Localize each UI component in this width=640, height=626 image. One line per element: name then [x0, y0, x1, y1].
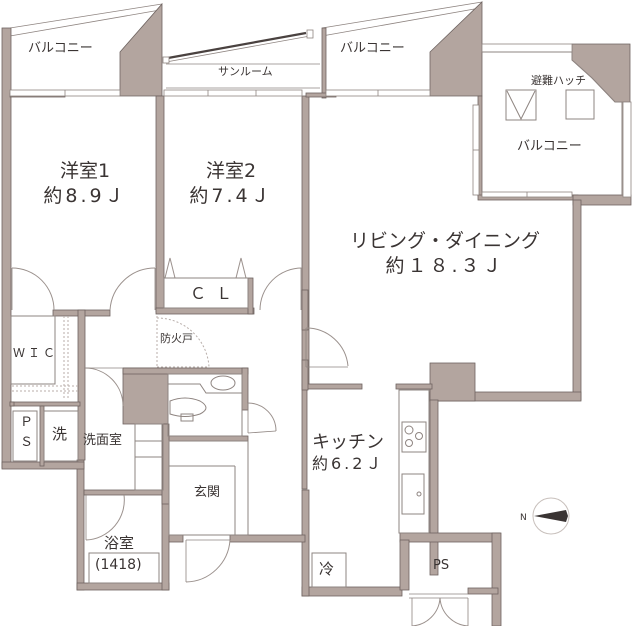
balcony-middle-label: バルコニー — [340, 41, 405, 56]
balcony-left-label: バルコニー — [28, 41, 93, 56]
closet-label: ＣＬ — [190, 284, 243, 303]
room-label-western-1: 洋室1 約8.9Ｊ — [30, 162, 140, 206]
evacuation-hatch-icons — [505, 89, 595, 121]
pipe-space-left-bottom-label: Ｓ — [20, 435, 34, 450]
room-name: 洋室1 — [59, 160, 111, 182]
top-balcony-railings — [9, 1, 483, 89]
fire-door-label: 防火戸 — [160, 332, 193, 345]
room-name: 洋室2 — [205, 160, 257, 182]
room-name: リビング・ダイニング — [349, 230, 540, 252]
room-label-living-dining: リビング・ダイニング 約１８.３Ｊ — [330, 232, 560, 276]
windows — [9, 43, 632, 198]
refrigerator-label: 冷 — [319, 560, 335, 578]
room-area: 約6.2Ｊ — [312, 454, 385, 473]
room-label-western-2: 洋室2 約7.4Ｊ — [176, 162, 286, 206]
door-swings — [10, 257, 469, 626]
room-area: 約１８.３Ｊ — [385, 255, 505, 277]
washroom-fixtures — [12, 410, 164, 584]
room-name: キッチン — [312, 432, 384, 453]
room-label-kitchen: キッチン 約6.2Ｊ — [312, 434, 384, 472]
right-balcony-outline — [482, 51, 623, 195]
bathroom-unit-size: (1418) — [95, 557, 142, 573]
sunroom-label: サンルーム — [218, 65, 273, 78]
washroom-label: 洗面室 — [83, 433, 123, 448]
svg-text:N: N — [520, 513, 527, 523]
washing-machine-label: 洗 — [52, 425, 68, 443]
toilet-fixtures — [167, 373, 243, 437]
room-area: 約8.9Ｊ — [43, 185, 127, 207]
pipe-space-right-label: PS — [433, 558, 450, 573]
walk-in-closet-label: ＷＩＣ — [13, 346, 59, 360]
entrance-label: 玄関 — [194, 485, 221, 500]
bathroom-label: 浴室 — [104, 534, 135, 552]
compass-icon: N — [520, 497, 570, 535]
kitchen-fixtures — [311, 389, 430, 588]
evacuation-hatch-label: 避難ハッチ — [531, 74, 586, 87]
pipe-space-left-top-label: Ｐ — [20, 415, 34, 430]
balcony-right-label: バルコニー — [517, 139, 582, 154]
room-area: 約7.4Ｊ — [189, 185, 273, 207]
entrance-fixtures — [168, 440, 249, 536]
